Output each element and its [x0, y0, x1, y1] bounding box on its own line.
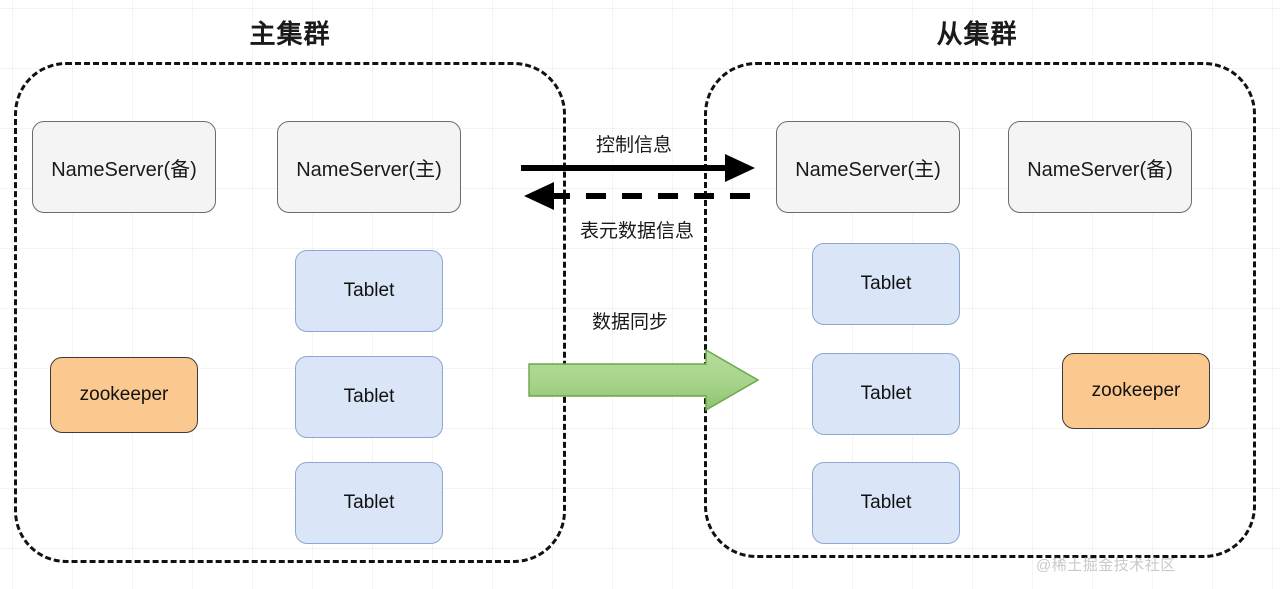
- node-zookeeper-primary[interactable]: zookeeper: [50, 357, 198, 433]
- node-label: NameServer(备): [51, 158, 197, 181]
- node-tablet-primary-2[interactable]: Tablet: [295, 356, 443, 438]
- node-label: Tablet: [860, 383, 912, 404]
- node-label: zookeeper: [79, 384, 169, 405]
- edge-label-metadata: 表元数据信息: [579, 221, 695, 242]
- node-zookeeper-secondary[interactable]: zookeeper: [1062, 353, 1210, 429]
- edge-label-data-sync: 数据同步: [591, 312, 669, 333]
- node-label: zookeeper: [1091, 380, 1181, 401]
- node-nameserver-master-secondary[interactable]: NameServer(主): [776, 121, 960, 213]
- node-tablet-primary-3[interactable]: Tablet: [295, 462, 443, 544]
- arrow-control-solid: [521, 154, 755, 182]
- node-nameserver-backup-secondary[interactable]: NameServer(备): [1008, 121, 1192, 213]
- node-label: Tablet: [343, 280, 395, 301]
- cluster-title-secondary: 从集群: [936, 19, 1018, 49]
- node-label: Tablet: [343, 386, 395, 407]
- watermark-text: @稀土掘金技术社区: [1036, 557, 1176, 574]
- arrow-metadata-dashed: [524, 182, 756, 210]
- cluster-title-primary: 主集群: [249, 19, 331, 49]
- node-label: NameServer(主): [296, 158, 442, 181]
- node-nameserver-backup-primary[interactable]: NameServer(备): [32, 121, 216, 213]
- node-tablet-primary-1[interactable]: Tablet: [295, 250, 443, 332]
- arrow-data-sync-green: [528, 348, 760, 412]
- node-label: Tablet: [343, 492, 395, 513]
- node-tablet-secondary-3[interactable]: Tablet: [812, 462, 960, 544]
- edge-label-control: 控制信息: [595, 135, 673, 156]
- node-label: NameServer(主): [795, 158, 941, 181]
- node-label: Tablet: [860, 492, 912, 513]
- node-label: Tablet: [860, 273, 912, 294]
- node-nameserver-master-primary[interactable]: NameServer(主): [277, 121, 461, 213]
- node-label: NameServer(备): [1027, 158, 1173, 181]
- cluster-boundary-secondary: [704, 62, 1256, 558]
- node-tablet-secondary-2[interactable]: Tablet: [812, 353, 960, 435]
- node-tablet-secondary-1[interactable]: Tablet: [812, 243, 960, 325]
- cluster-boundary-primary: [14, 62, 566, 563]
